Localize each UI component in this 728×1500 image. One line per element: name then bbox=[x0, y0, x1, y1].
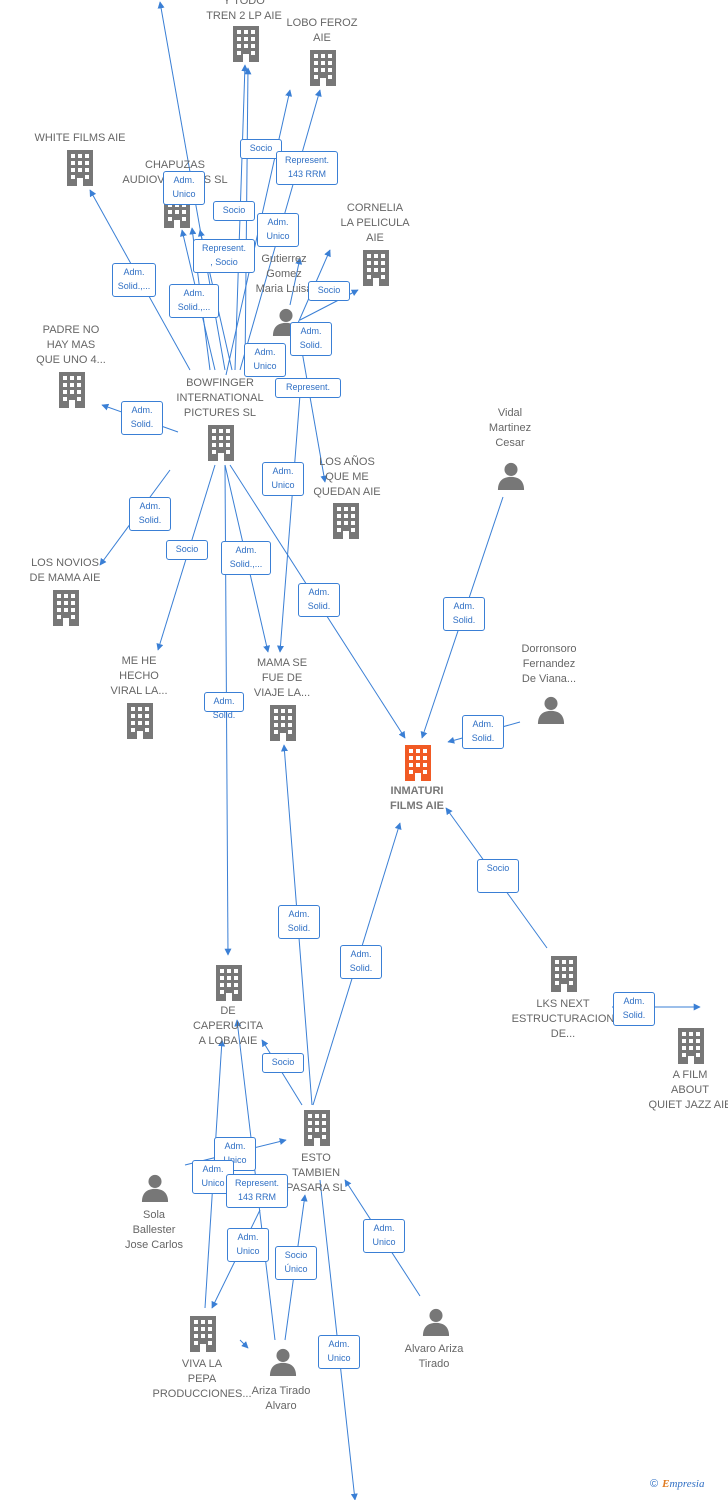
edge-label-e11[interactable]: Adm. Unico bbox=[244, 343, 286, 377]
node-label-mama[interactable]: MAMA SE FUE DE VIAJE LA... bbox=[253, 657, 311, 699]
building-icon[interactable] bbox=[53, 590, 79, 626]
building-icon[interactable] bbox=[304, 1110, 330, 1146]
edge-label-e24[interactable]: Adm. Solid. bbox=[278, 905, 320, 939]
edge-label-e23[interactable]: Adm. Solid. bbox=[340, 945, 382, 979]
edge-label-e18[interactable]: Adm. Solid. bbox=[298, 583, 340, 617]
edge-label-e32[interactable]: Adm. Unico bbox=[363, 1219, 405, 1253]
edge-label-e19[interactable]: Adm. Solid. bbox=[443, 597, 485, 631]
node-label-esto[interactable]: ESTO TAMBIEN PASARA SL bbox=[286, 1152, 346, 1194]
node-label-anos[interactable]: LOS AÑOS QUE ME QUEDAN AIE bbox=[313, 456, 381, 498]
edge-label-e33[interactable]: Adm. Unico bbox=[318, 1335, 360, 1369]
building-icon[interactable] bbox=[405, 745, 431, 781]
edge-label-e3[interactable]: Adm. Unico bbox=[163, 171, 205, 205]
edge-label-e16[interactable]: Socio bbox=[166, 540, 208, 560]
building-icon[interactable] bbox=[59, 372, 85, 408]
edge-label-e22[interactable]: Adm. Solid. bbox=[613, 992, 655, 1026]
edge-label-e12[interactable]: Represent. bbox=[275, 378, 341, 398]
building-icon[interactable] bbox=[208, 425, 234, 461]
node-label-cornelia[interactable]: CORNELIA LA PELICULA AIE bbox=[340, 202, 410, 244]
edge-label-e10[interactable]: Adm. Solid. bbox=[290, 322, 332, 356]
person-icon[interactable] bbox=[141, 1174, 169, 1202]
node-label-white[interactable]: WHITE FILMS AIE bbox=[34, 132, 126, 144]
building-icon[interactable] bbox=[270, 705, 296, 741]
edge-label-e26[interactable]: Socio bbox=[262, 1053, 304, 1073]
person-icon[interactable] bbox=[422, 1308, 450, 1336]
person-icon[interactable] bbox=[537, 696, 565, 724]
building-icon[interactable] bbox=[127, 703, 153, 739]
node-label-gutierrez[interactable]: Gutierrez Gomez Maria Luisa bbox=[255, 253, 313, 295]
building-icon[interactable] bbox=[216, 965, 242, 1001]
copyright-icon: © bbox=[650, 1478, 659, 1490]
relation-edge bbox=[239, 1339, 249, 1349]
node-label-alvaro[interactable]: Alvaro Ariza Tirado bbox=[404, 1343, 464, 1370]
edge-label-e6[interactable]: Represent. , Socio bbox=[193, 239, 255, 273]
node-label-inmaturi[interactable]: INMATURI FILMS AIE bbox=[390, 785, 444, 812]
edge-label-e5[interactable]: Adm. Unico bbox=[257, 213, 299, 247]
node-label-dorronsoro[interactable]: Dorronsoro Fernandez De Viana... bbox=[521, 643, 577, 685]
relation-edge bbox=[299, 339, 328, 483]
edge-label-e25[interactable]: Adm. Solid. bbox=[204, 692, 244, 720]
edge-label-e17[interactable]: Adm. Solid.,... bbox=[221, 541, 271, 575]
edge-label-e4[interactable]: Socio bbox=[213, 201, 255, 221]
building-icon[interactable] bbox=[333, 503, 359, 539]
edge-label-e8[interactable]: Adm. Solid.,... bbox=[169, 284, 219, 318]
edge-label-e21[interactable]: Socio bbox=[477, 859, 519, 893]
node-label-sola[interactable]: Sola Ballester Jose Carlos bbox=[124, 1209, 184, 1251]
person-icon[interactable] bbox=[497, 462, 525, 490]
edge-label-e13[interactable]: Adm. Solid. bbox=[121, 401, 163, 435]
building-icon[interactable] bbox=[310, 50, 336, 86]
node-label-lobo[interactable]: LOBO FEROZ AIE bbox=[286, 17, 358, 44]
node-label-novios[interactable]: LOS NOVIOS DE MAMA AIE bbox=[29, 557, 101, 584]
node-label-mehe[interactable]: ME HE HECHO VIRAL LA... bbox=[110, 655, 168, 697]
node-label-top_film[interactable]: Y TODO TREN 2 LP AIE bbox=[206, 0, 282, 22]
node-label-vivalapepa[interactable]: VIVA LA PEPA PRODUCCIONES... bbox=[152, 1358, 252, 1400]
building-icon[interactable] bbox=[233, 26, 259, 62]
edge-label-e15[interactable]: Adm. Solid. bbox=[129, 497, 171, 531]
relation-edge bbox=[276, 394, 301, 653]
edge-label-e31[interactable]: Socio Único bbox=[275, 1246, 317, 1280]
node-label-ariza[interactable]: Ariza Tirado Alvaro bbox=[251, 1385, 311, 1412]
building-icon[interactable] bbox=[363, 250, 389, 286]
relation-edge bbox=[289, 257, 303, 306]
edge-label-e9[interactable]: Socio bbox=[308, 281, 350, 301]
edge-label-e30[interactable]: Adm. Unico bbox=[227, 1228, 269, 1262]
person-icon[interactable] bbox=[269, 1348, 297, 1376]
building-icon[interactable] bbox=[67, 150, 93, 186]
node-label-lks[interactable]: LKS NEXT ESTRUCTURACION DE... bbox=[511, 998, 615, 1040]
building-icon[interactable] bbox=[551, 956, 577, 992]
node-label-vidal[interactable]: Vidal Martinez Cesar bbox=[488, 407, 532, 449]
edge-label-e7[interactable]: Adm. Solid.,... bbox=[112, 263, 156, 297]
edge-label-e14[interactable]: Adm. Unico bbox=[262, 462, 304, 496]
empresia-logo[interactable]: ©Empresia bbox=[650, 1478, 705, 1490]
building-icon[interactable] bbox=[190, 1316, 216, 1352]
building-icon[interactable] bbox=[678, 1028, 704, 1064]
node-label-bowfinger[interactable]: BOWFINGER INTERNATIONAL PICTURES SL bbox=[176, 377, 264, 419]
node-label-afilm[interactable]: A FILM ABOUT QUIET JAZZ AIE bbox=[648, 1069, 728, 1111]
edge-label-e20[interactable]: Adm. Solid. bbox=[462, 715, 504, 749]
node-label-padre[interactable]: PADRE NO HAY MAS QUE UNO 4... bbox=[36, 324, 106, 366]
edge-label-e1[interactable]: Socio bbox=[240, 139, 282, 159]
node-label-caperucita[interactable]: DE CAPERUCITA A LOBA AIE bbox=[192, 1005, 264, 1047]
edge-label-e2[interactable]: Represent. 143 RRM bbox=[276, 151, 338, 185]
edge-label-e29[interactable]: Represent. 143 RRM bbox=[226, 1174, 288, 1208]
